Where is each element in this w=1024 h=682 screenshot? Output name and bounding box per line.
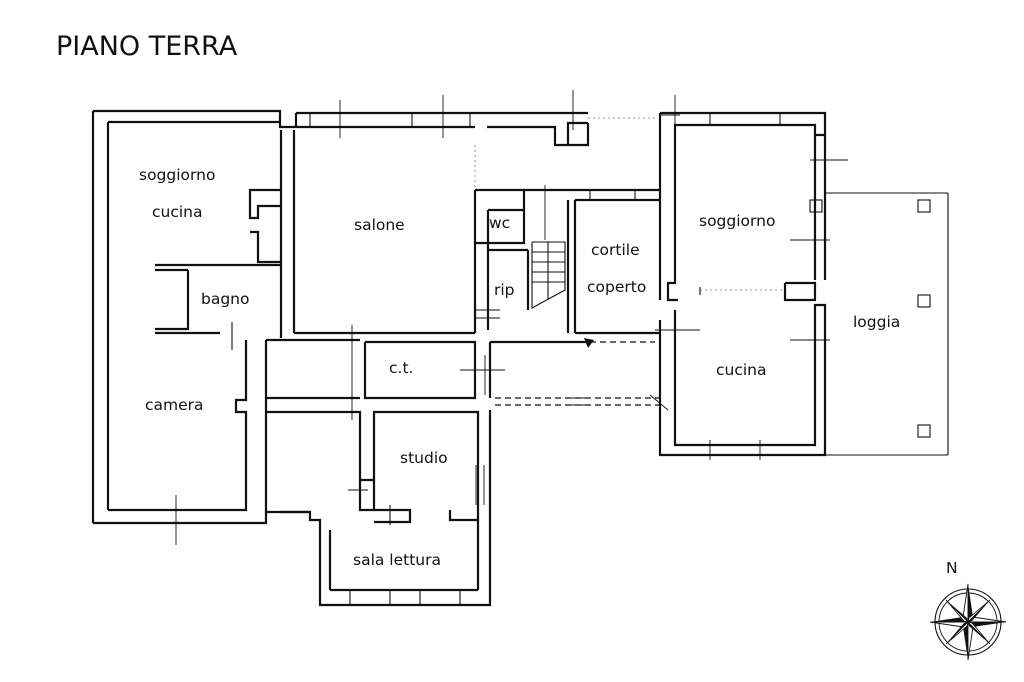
label-bagno: bagno (201, 290, 249, 308)
right-wing-walls (649, 95, 949, 460)
compass-north-label: N (946, 559, 958, 577)
label-ct: c.t. (389, 359, 413, 377)
label-camera: camera (145, 396, 204, 414)
left-wing-walls (91, 109, 296, 525)
label-soggiorno-left: soggiorno (139, 166, 215, 184)
label-wc: wc (489, 214, 510, 232)
label-loggia: loggia (853, 313, 900, 331)
label-rip: rip (494, 281, 515, 299)
label-soggiorno-right: soggiorno (699, 212, 775, 230)
label-cortile: cortile (591, 241, 640, 259)
plan-title: PIANO TERRA (56, 31, 238, 62)
label-cucina-right: cucina (716, 361, 767, 379)
label-studio: studio (400, 449, 448, 467)
label-cucina-left: cucina (152, 203, 203, 221)
studio-walls (175, 398, 492, 607)
label-sala-lettura: sala lettura (353, 551, 441, 569)
compass-rose-icon (929, 583, 1007, 661)
label-salone: salone (354, 216, 405, 234)
room-labels: soggiorno cucina salone wc rip cortile c… (139, 166, 900, 569)
label-coperto: coperto (587, 278, 646, 296)
central-walls (264, 90, 660, 420)
